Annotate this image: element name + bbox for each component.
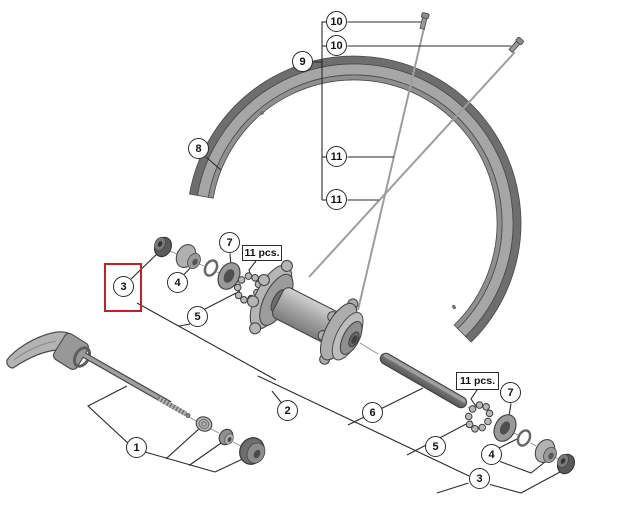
hub-body xyxy=(246,259,364,365)
quantity-label-right: 11 pcs. xyxy=(456,372,499,390)
washer-right xyxy=(516,429,532,447)
qr-cam-body xyxy=(52,332,90,370)
spoke-nipple xyxy=(508,36,524,54)
callout-10-top[interactable]: 10 xyxy=(326,11,347,32)
qr-thread xyxy=(156,395,188,417)
axle-rod xyxy=(379,352,468,409)
left-parts-cluster xyxy=(153,236,263,304)
callout-9[interactable]: 9 xyxy=(292,51,313,72)
qr-end-cap xyxy=(239,437,266,465)
ball-retainer-right xyxy=(464,401,494,433)
callout-2[interactable]: 2 xyxy=(277,400,298,421)
callout-3-right[interactable]: 3 xyxy=(469,468,490,489)
spoke xyxy=(357,27,425,311)
callout-11-top[interactable]: 11 xyxy=(326,146,347,167)
callout-8[interactable]: 8 xyxy=(188,138,209,159)
lock-nut-left xyxy=(153,236,173,258)
spoke xyxy=(308,51,516,278)
cone-unit-right xyxy=(534,439,557,464)
cone-unit-left xyxy=(175,244,201,270)
lock-nut-right xyxy=(556,453,576,475)
quick-release-skewer xyxy=(6,331,266,465)
callout-4-left[interactable]: 4 xyxy=(167,272,188,293)
washer-left xyxy=(203,259,219,277)
callout-7-left[interactable]: 7 xyxy=(219,232,240,253)
callout-5-left[interactable]: 5 xyxy=(187,306,208,327)
callout-11-bottom[interactable]: 11 xyxy=(326,189,347,210)
callout-5-right[interactable]: 5 xyxy=(425,436,446,457)
wheel-rim xyxy=(189,55,522,343)
callout-1[interactable]: 1 xyxy=(126,437,147,458)
right-parts-cluster xyxy=(464,401,576,475)
quantity-label-left: 11 pcs. xyxy=(242,245,282,261)
spoke-nipple xyxy=(419,12,430,30)
callout-4-right[interactable]: 4 xyxy=(481,444,502,465)
callout-3-left-selected[interactable]: 3 xyxy=(113,276,134,297)
qr-serrated-nut xyxy=(218,428,234,446)
seal-ring-right xyxy=(493,414,517,442)
callout-6[interactable]: 6 xyxy=(362,402,383,423)
selected-part-highlight-box xyxy=(104,263,142,312)
callout-10-bottom[interactable]: 10 xyxy=(326,35,347,56)
hub-right-flange xyxy=(317,298,364,365)
callout-7-right[interactable]: 7 xyxy=(500,382,521,403)
spokes xyxy=(308,12,524,311)
